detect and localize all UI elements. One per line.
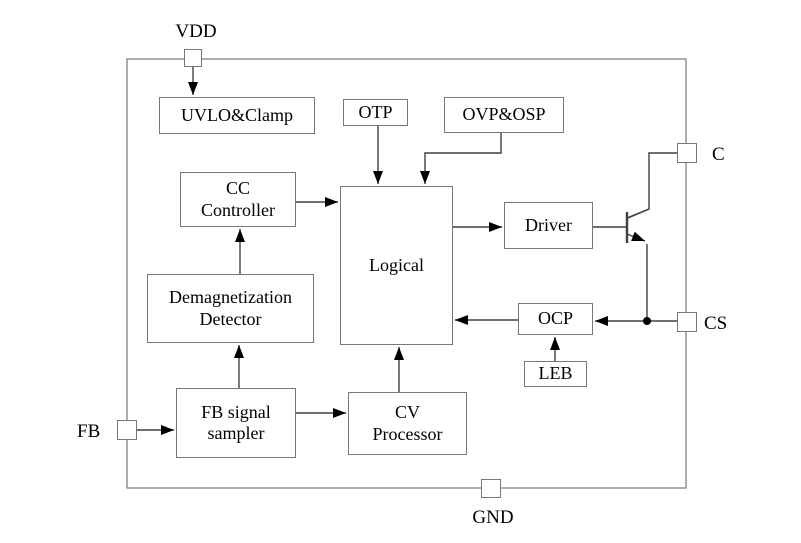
block-otp: OTP: [343, 99, 408, 126]
pin-fb: [117, 420, 137, 440]
block-logical: Logical: [340, 186, 453, 345]
pin-cs: [677, 312, 697, 332]
pin-label-vdd: VDD: [175, 21, 217, 42]
block-driver: Driver: [504, 202, 593, 249]
block-cv-processor: CV Processor: [348, 392, 467, 455]
block-leb: LEB: [524, 361, 587, 387]
block-ovp-osp: OVP&OSP: [444, 97, 564, 133]
block-uvlo-clamp: UVLO&Clamp: [159, 97, 315, 134]
pin-label-gnd: GND: [472, 507, 514, 528]
junction-dot: [643, 317, 651, 325]
pin-c: [677, 143, 697, 163]
pin-gnd: [481, 479, 501, 498]
pin-label-fb: FB: [77, 421, 101, 442]
block-cc-controller: CC Controller: [180, 172, 296, 227]
npn-transistor-icon: [625, 208, 650, 243]
pin-vdd: [184, 49, 202, 67]
pin-label-cs: CS: [704, 313, 728, 334]
block-demagnetization-detector: Demagnetization Detector: [147, 274, 314, 343]
chip-border: [126, 58, 687, 489]
block-fb-signal-sampler: FB signal sampler: [176, 388, 296, 458]
pin-label-c: C: [712, 144, 725, 165]
block-ocp: OCP: [518, 303, 593, 335]
